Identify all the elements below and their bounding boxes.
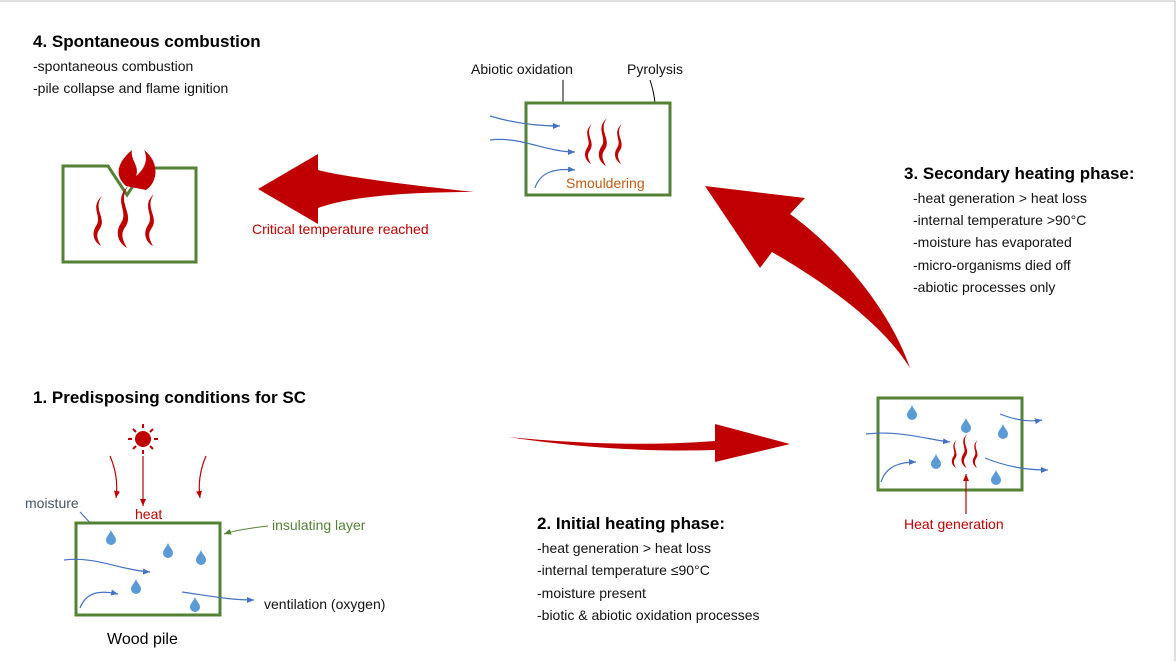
abiotic-oxidation-label: Abiotic oxidation	[471, 61, 573, 77]
critical-temperature-arrow	[258, 154, 474, 224]
secondary-heating-arrow	[705, 186, 910, 368]
phase3-line-5: -abiotic processes only	[913, 279, 1055, 295]
wood-pile-box	[74, 521, 222, 617]
phase2-line-4: -biotic & abiotic oxidation processes	[537, 607, 760, 623]
airflow-arrow	[489, 138, 576, 155]
initial-heating-arrow	[508, 424, 790, 462]
heat-arrow	[196, 455, 207, 499]
phase2-line-2: -internal temperature ≤90°C	[537, 562, 710, 578]
collapsed-pile-icon	[61, 150, 198, 264]
airflow-arrow	[489, 115, 561, 129]
airflow-arrow	[79, 589, 119, 609]
phase1-title: 1. Predisposing conditions for SC	[33, 388, 306, 407]
heat-arrow	[109, 455, 120, 499]
phase3-line-4: -micro-organisms died off	[913, 257, 1071, 273]
insulating-layer-label: insulating layer	[272, 517, 366, 533]
wood-pile-label: Wood pile	[107, 631, 178, 648]
phase4-line-1: -spontaneous combustion	[33, 58, 193, 74]
pyrolysis-label: Pyrolysis	[627, 61, 683, 77]
flame-icon	[93, 150, 156, 248]
airflow-arrow	[63, 558, 151, 575]
heat-generation-box	[876, 396, 1024, 492]
phase3-line-3: -moisture has evaporated	[913, 234, 1072, 250]
phase2-line-3: -moisture present	[537, 585, 646, 601]
heat-generation-label: Heat generation	[904, 516, 1004, 532]
sun-icon	[128, 424, 158, 454]
phase2-title: 2. Initial heating phase:	[537, 514, 725, 533]
phase4-line-2: -pile collapse and flame ignition	[33, 80, 228, 96]
phase3-line-1: -heat generation > heat loss	[913, 190, 1087, 206]
phase3-title: 3. Secondary heating phase:	[904, 164, 1135, 183]
ventilation-label: ventilation (oxygen)	[264, 596, 385, 612]
airflow-arrow	[999, 413, 1043, 425]
moisture-label: moisture	[25, 495, 79, 511]
airflow-arrow	[880, 459, 917, 483]
airflow-arrow	[181, 591, 255, 603]
phase3-line-2: -internal temperature >90°C	[913, 212, 1086, 228]
critical-temperature-label: Critical temperature reached	[252, 221, 429, 237]
smouldering-label: Smouldering	[566, 175, 645, 191]
airflow-arrow	[984, 457, 1049, 473]
insulating-pointer	[223, 525, 269, 535]
phase4-title: 4. Spontaneous combustion	[33, 32, 261, 51]
heat-label: heat	[135, 506, 162, 522]
phase2-line-1: -heat generation > heat loss	[537, 540, 711, 556]
airflow-arrow	[534, 166, 576, 189]
airflow-arrow	[865, 432, 951, 445]
